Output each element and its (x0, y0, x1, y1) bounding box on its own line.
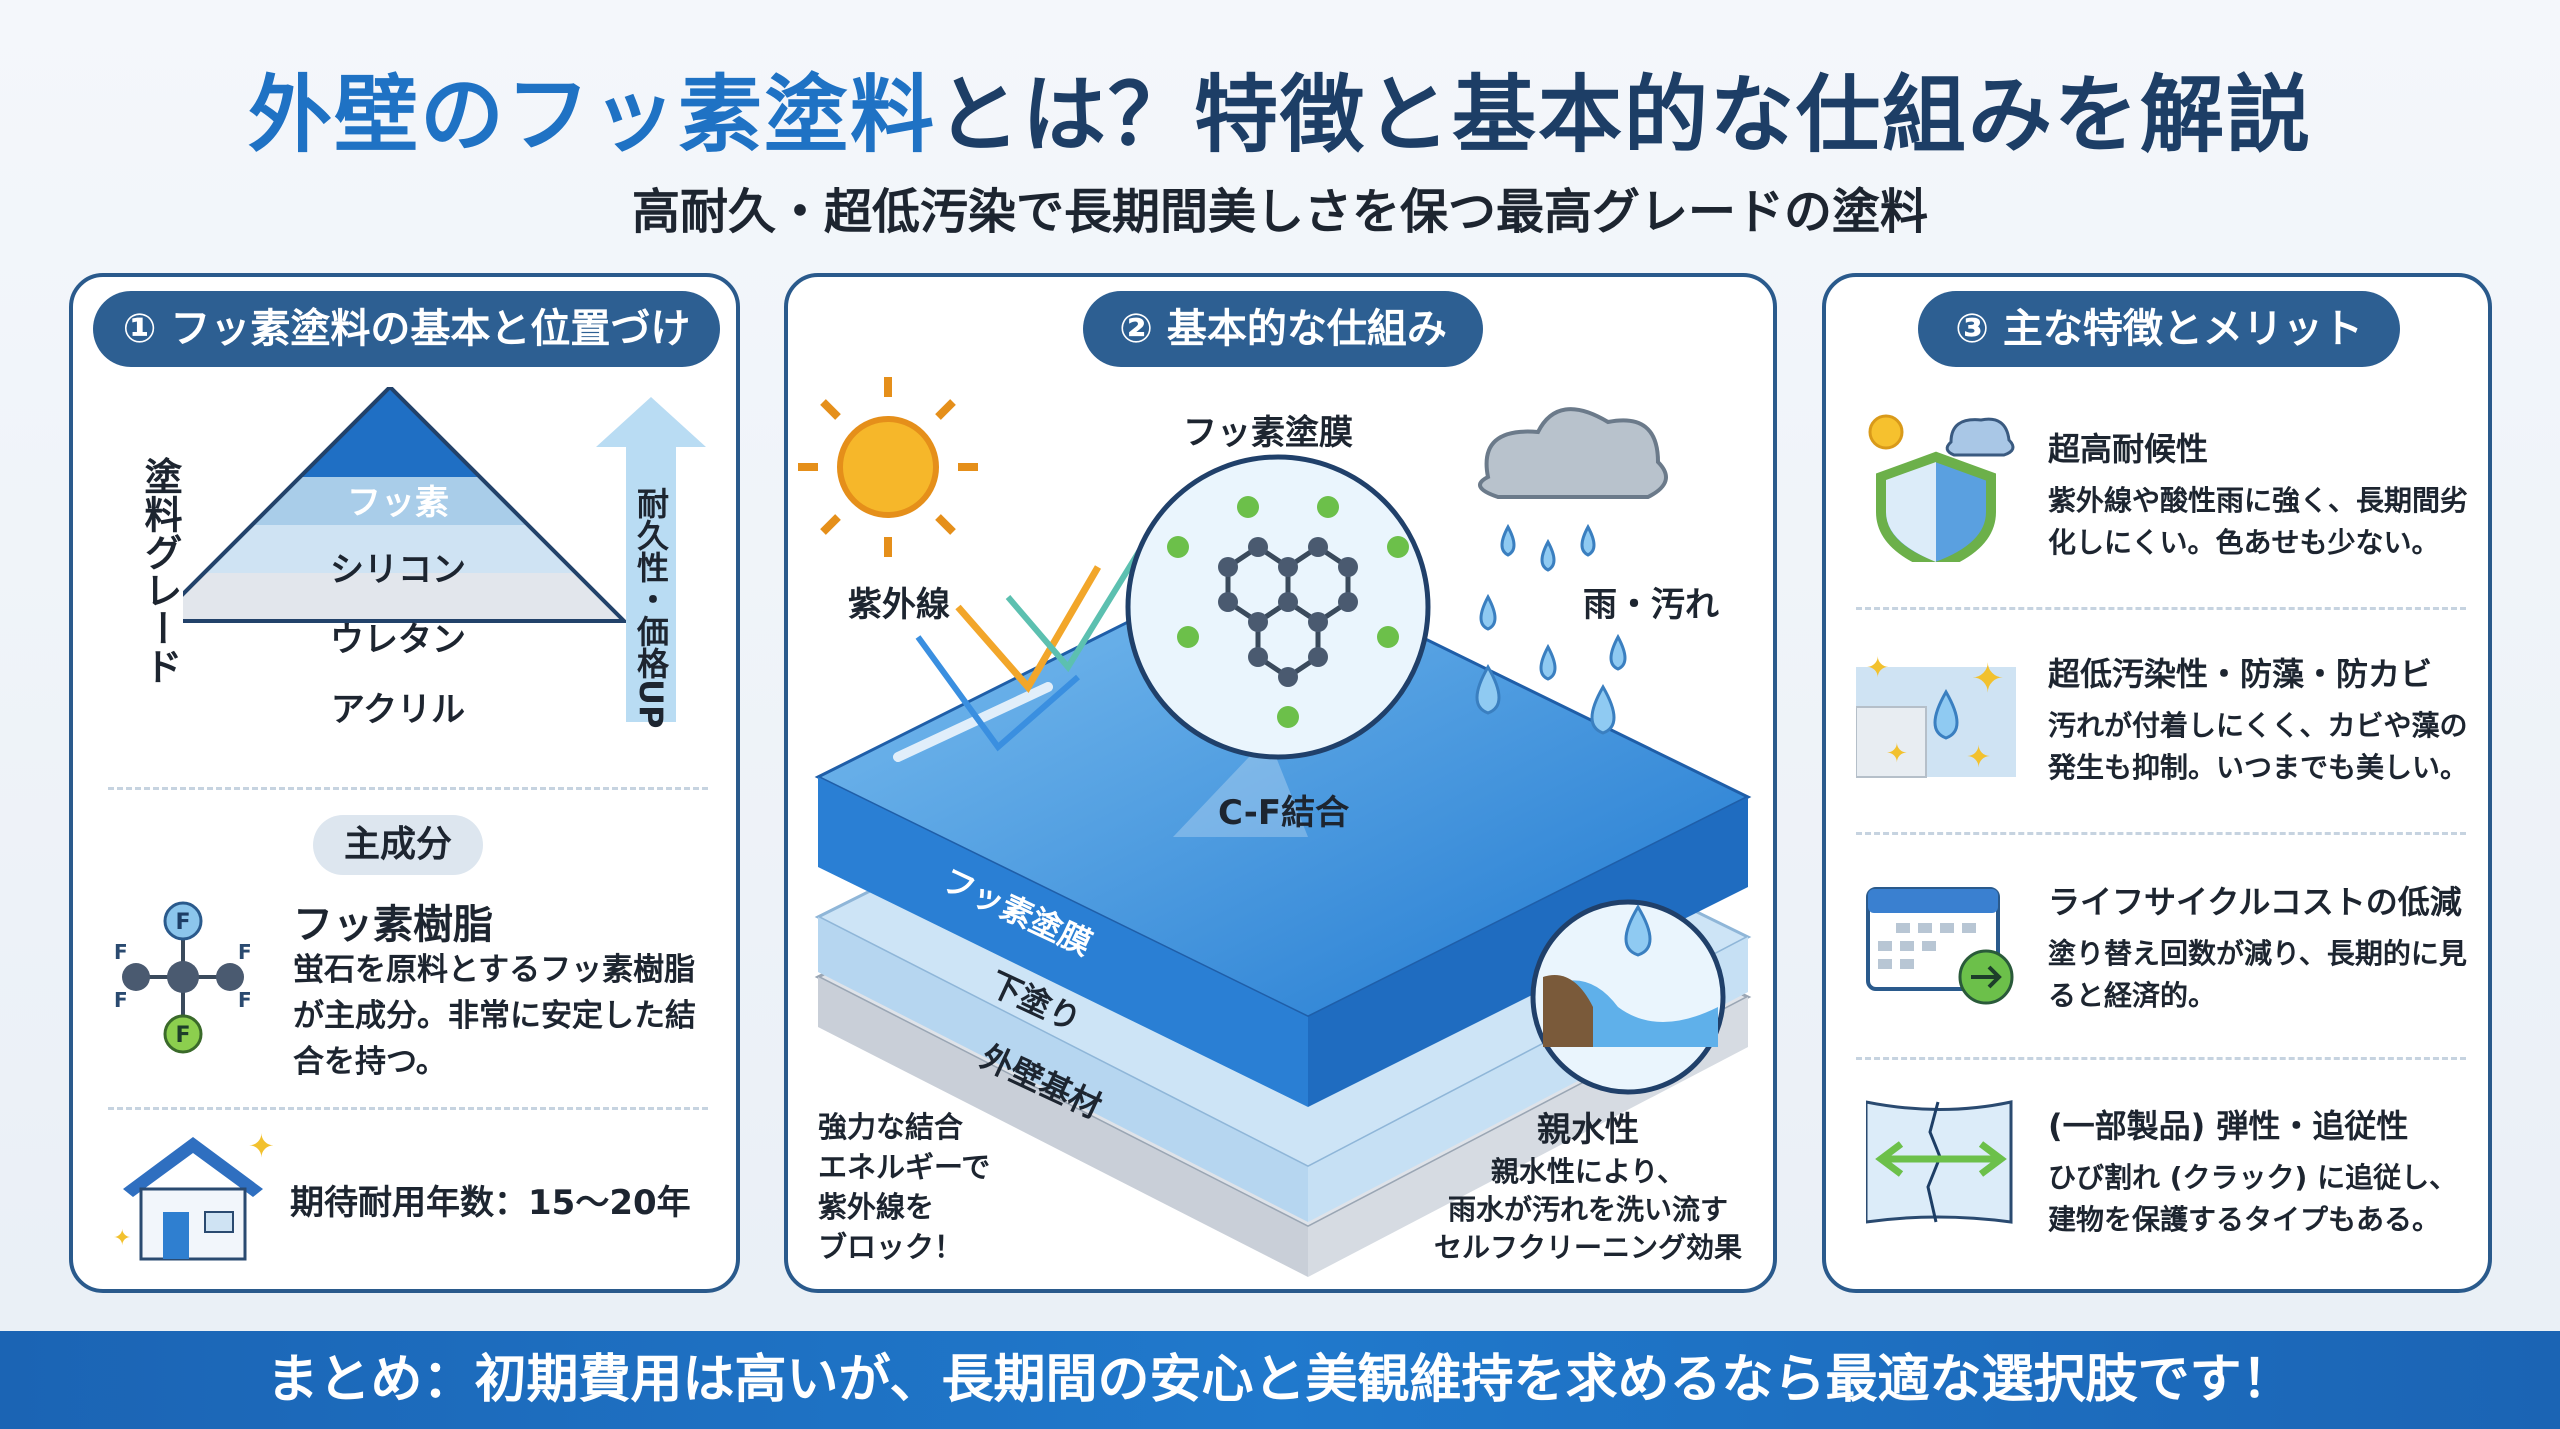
pyramid-tier-fluorine (300, 387, 480, 477)
feature-text: 紫外線や酸性雨に強く、長期間劣化しにくい。色あせも少ない。 (2048, 484, 2469, 559)
divider (108, 1107, 708, 1110)
axis-label: 塗料グレード (138, 457, 182, 685)
divider (108, 787, 708, 790)
summary-banner: まとめ：初期費用は高いが、長期間の安心と美観維持を求めるなら最適な選択肢です！ (0, 1331, 2560, 1429)
uv-label: 紫外線 (848, 585, 950, 625)
panel-heading: ③ 主な特徴とメリット (1918, 291, 2400, 367)
sparkle-wall-icon: ✦ ✦ ✦ ✦ (1856, 651, 2016, 778)
feature-text: 塗り替え回数が減り、長期的に見ると経済的。 (2048, 937, 2467, 1012)
svg-text:✦: ✦ (1971, 656, 2005, 702)
page-title: 外壁のフッ素塗料とは？特徴と基本的な仕組みを解説 (247, 66, 2313, 164)
feature-title: ライフサイクルコストの低減 (2048, 883, 2462, 921)
rain-label: 雨・汚れ (1583, 585, 1719, 625)
panel-mechanism: ② 基本的な仕組み フッ素塗膜 紫外線 雨・汚れ C-F結合 フッ素塗膜 下塗り… (784, 273, 1777, 1293)
svg-text:F: F (114, 988, 128, 1012)
shield-weather-icon (1868, 414, 2015, 562)
panel-heading: ① フッ素塗料の基本と位置づけ (93, 291, 720, 367)
cloud-icon (1478, 407, 1668, 499)
pyramid-label: シリコン (330, 550, 466, 590)
svg-text:✦: ✦ (1886, 739, 1908, 769)
raindrop-icon (1475, 523, 1627, 735)
divider (1856, 1057, 2466, 1060)
lifespan-text: 期待耐用年数：15〜20年 (290, 1183, 691, 1223)
pyramid-label: フッ素 (347, 483, 449, 523)
pyramid-tier-urethane (204, 525, 576, 573)
calendar-arrow-icon (1866, 887, 2014, 1005)
grade-pyramid (183, 387, 629, 623)
component-badge: 主成分 (313, 815, 483, 875)
svg-text:✦: ✦ (248, 1127, 273, 1165)
feature-text: ひび割れ (クラック) に追従し、建物を保護するタイプもある。 (2048, 1161, 2458, 1236)
panel-heading: ② 基本的な仕組み (1083, 291, 1483, 367)
pyramid-tier-acrylic (183, 573, 624, 621)
resin-title: フッ素樹脂 (293, 902, 493, 948)
feature-title: 超低汚染性・防藻・防カビ (2048, 655, 2433, 693)
page-subtitle: 高耐久・超低汚染で長期間美しさを保つ最高グレードの塗料 (631, 184, 1928, 240)
divider (1856, 607, 2466, 610)
panel-basics: ① フッ素塗料の基本と位置づけ 塗料グレード フッ素 シリコン ウレタン アクリ… (69, 273, 740, 1293)
pyramid-outline (183, 387, 629, 623)
hydrophilic-text: 親水性 親水性により、雨水が汚れを洗い流すセルフクリーニング効果 (1433, 1110, 1742, 1264)
svg-text:F: F (238, 988, 252, 1012)
feature-title: (一部製品) 弾性・追従性 (2048, 1107, 2409, 1145)
crack-stretch-icon (1866, 1100, 2013, 1224)
atom-label: F (175, 910, 190, 935)
feature-text: 汚れが付着しにくく、カビや藻の発生も抑制。いつまでも美しい。 (2048, 709, 2469, 784)
pyramid-tier-silicone (252, 477, 528, 525)
svg-text:F: F (238, 940, 252, 964)
svg-text:✦: ✦ (1966, 740, 1991, 775)
svg-text:F: F (114, 940, 128, 964)
film-label: フッ素塗膜 (1183, 413, 1353, 453)
arrow-up-icon (596, 397, 706, 722)
divider (1856, 832, 2466, 835)
feature-title: 超高耐候性 (2048, 430, 2209, 468)
uv-ray-arrow (955, 565, 1102, 693)
bond-label: C-F結合 (1218, 793, 1350, 833)
pyramid-label: ウレタン (330, 620, 466, 660)
house-icon: ✦✦ (113, 1127, 273, 1261)
atom-label: F (175, 1023, 190, 1048)
arrow-label: 耐久性・価格UP (632, 487, 670, 729)
coating-layers-illustration (798, 377, 1752, 1277)
pyramid-label: アクリル (330, 690, 466, 730)
resin-text: 蛍石を原料とするフッ素樹脂が主成分。非常に安定した結合を持つ。 (293, 952, 696, 1080)
uv-block-text: 強力な結合エネルギーで紫外線をブロック！ (818, 1110, 991, 1264)
svg-text:✦: ✦ (1866, 651, 1889, 684)
panel-features: ③ 主な特徴とメリット 超高耐候性 紫外線や酸性雨に強く、長期間劣化しにくい。色… (1822, 273, 2492, 1293)
svg-text:✦: ✦ (113, 1226, 131, 1251)
sun-icon (837, 416, 939, 518)
